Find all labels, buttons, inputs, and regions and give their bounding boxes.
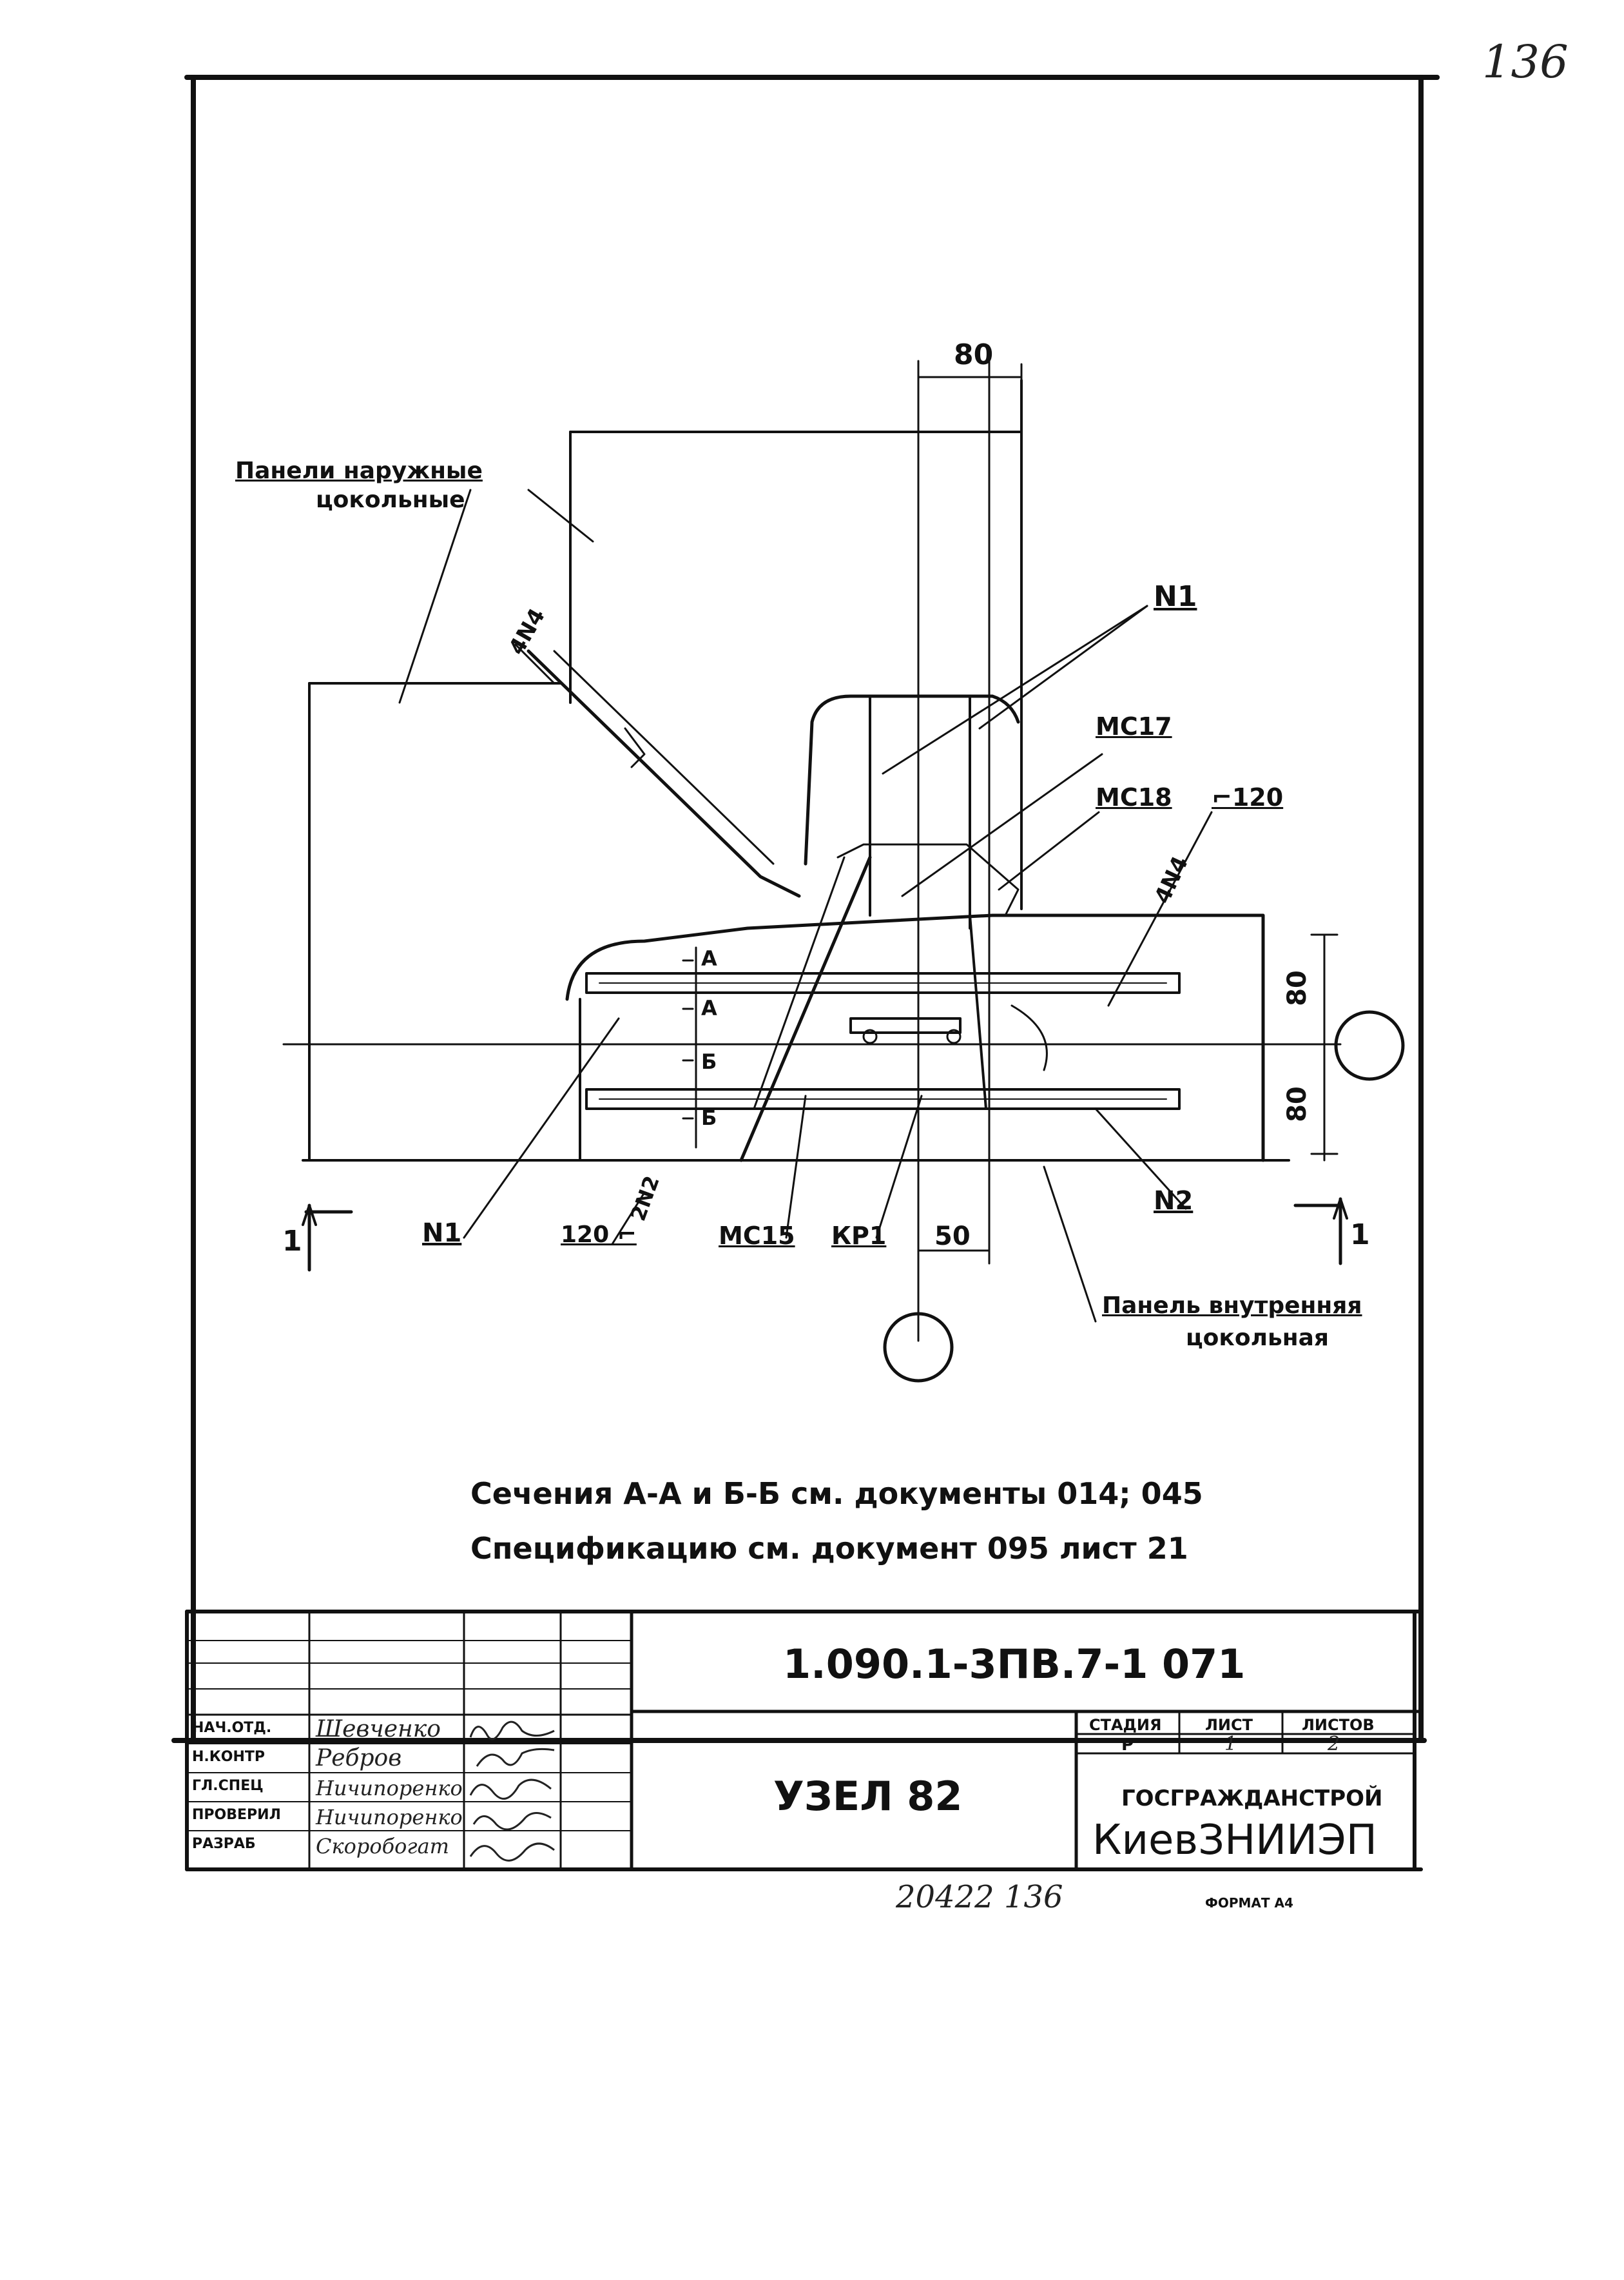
label-n1-bottom: N1 xyxy=(422,1218,462,1248)
name-checked: Ничипоренко xyxy=(316,1805,463,1829)
dim-right-upper-80: 80 xyxy=(1282,970,1312,1006)
section-a-top: А xyxy=(701,946,717,971)
label-t120-top: ⌐120 xyxy=(1212,783,1284,812)
sheets-value: 2 xyxy=(1328,1733,1340,1755)
label-mc15: МС15 xyxy=(719,1222,795,1250)
label-n2: N2 xyxy=(1154,1186,1194,1216)
label-outer-panels: Панели наружные xyxy=(235,458,483,484)
role-developed: РАЗРАБ xyxy=(192,1836,256,1852)
role-norm-control: Н.КОНТР xyxy=(192,1749,265,1765)
role-checked: ПРОВЕРИЛ xyxy=(192,1807,281,1823)
role-chief-spec: ГЛ.СПЕЦ xyxy=(192,1778,264,1794)
role-head-dept: НАЧ.ОТД. xyxy=(192,1720,272,1736)
name-norm-control: Ребров xyxy=(316,1745,402,1771)
section-mark-left: 1 xyxy=(282,1225,302,1258)
name-developed: Скоробогат xyxy=(316,1834,449,1858)
dim-bottom-50: 50 xyxy=(934,1222,971,1251)
note-sections: Сечения А-А и Б-Б см. документы 014; 045 xyxy=(470,1476,1203,1511)
section-b-bottom: Б xyxy=(701,1106,717,1130)
sheets-header: ЛИСТОВ xyxy=(1302,1716,1375,1734)
stage-value: Р xyxy=(1121,1735,1134,1755)
org-line2: КиевЗНИИЭП xyxy=(1092,1817,1377,1864)
label-kp1: КР1 xyxy=(831,1222,887,1250)
label-inner-panel-line2: цокольная xyxy=(1186,1325,1329,1351)
section-mark-right: 1 xyxy=(1350,1218,1370,1251)
dim-top-80: 80 xyxy=(954,338,994,371)
sheet-header: ЛИСТ xyxy=(1205,1716,1253,1734)
label-inner-panel: Панель внутренняя xyxy=(1102,1292,1362,1319)
doc-code: 1.090.1-3ПВ.7-1 071 xyxy=(783,1641,1246,1688)
name-head-dept: Шевченко xyxy=(316,1716,441,1742)
stage-header: СТАДИЯ xyxy=(1089,1716,1162,1734)
label-mc18: МС18 xyxy=(1096,783,1172,812)
section-a-bottom: А xyxy=(701,996,717,1020)
name-chief-spec: Ничипоренко xyxy=(316,1776,463,1800)
note-specification: Спецификацию см. документ 095 лист 21 xyxy=(470,1531,1188,1566)
format-label: ФОРМАТ А4 xyxy=(1205,1895,1293,1911)
label-t120-bottom: 120 ⌐ xyxy=(561,1222,637,1248)
dim-right-lower-80: 80 xyxy=(1282,1086,1312,1122)
sheet-value: 1 xyxy=(1224,1733,1237,1755)
page-number-handwritten: 136 xyxy=(1482,35,1569,88)
label-n1-top: N1 xyxy=(1154,580,1197,613)
drawing-title: УЗЕЛ 82 xyxy=(773,1773,963,1820)
label-mc17: МС17 xyxy=(1096,712,1172,741)
section-b-top: Б xyxy=(701,1049,717,1074)
footer-handwritten-number: 20422 136 xyxy=(896,1879,1063,1915)
label-outer-panels-line2: цокольные xyxy=(316,487,465,513)
org-line1: ГОСГРАЖДАНСТРОЙ xyxy=(1121,1786,1383,1811)
